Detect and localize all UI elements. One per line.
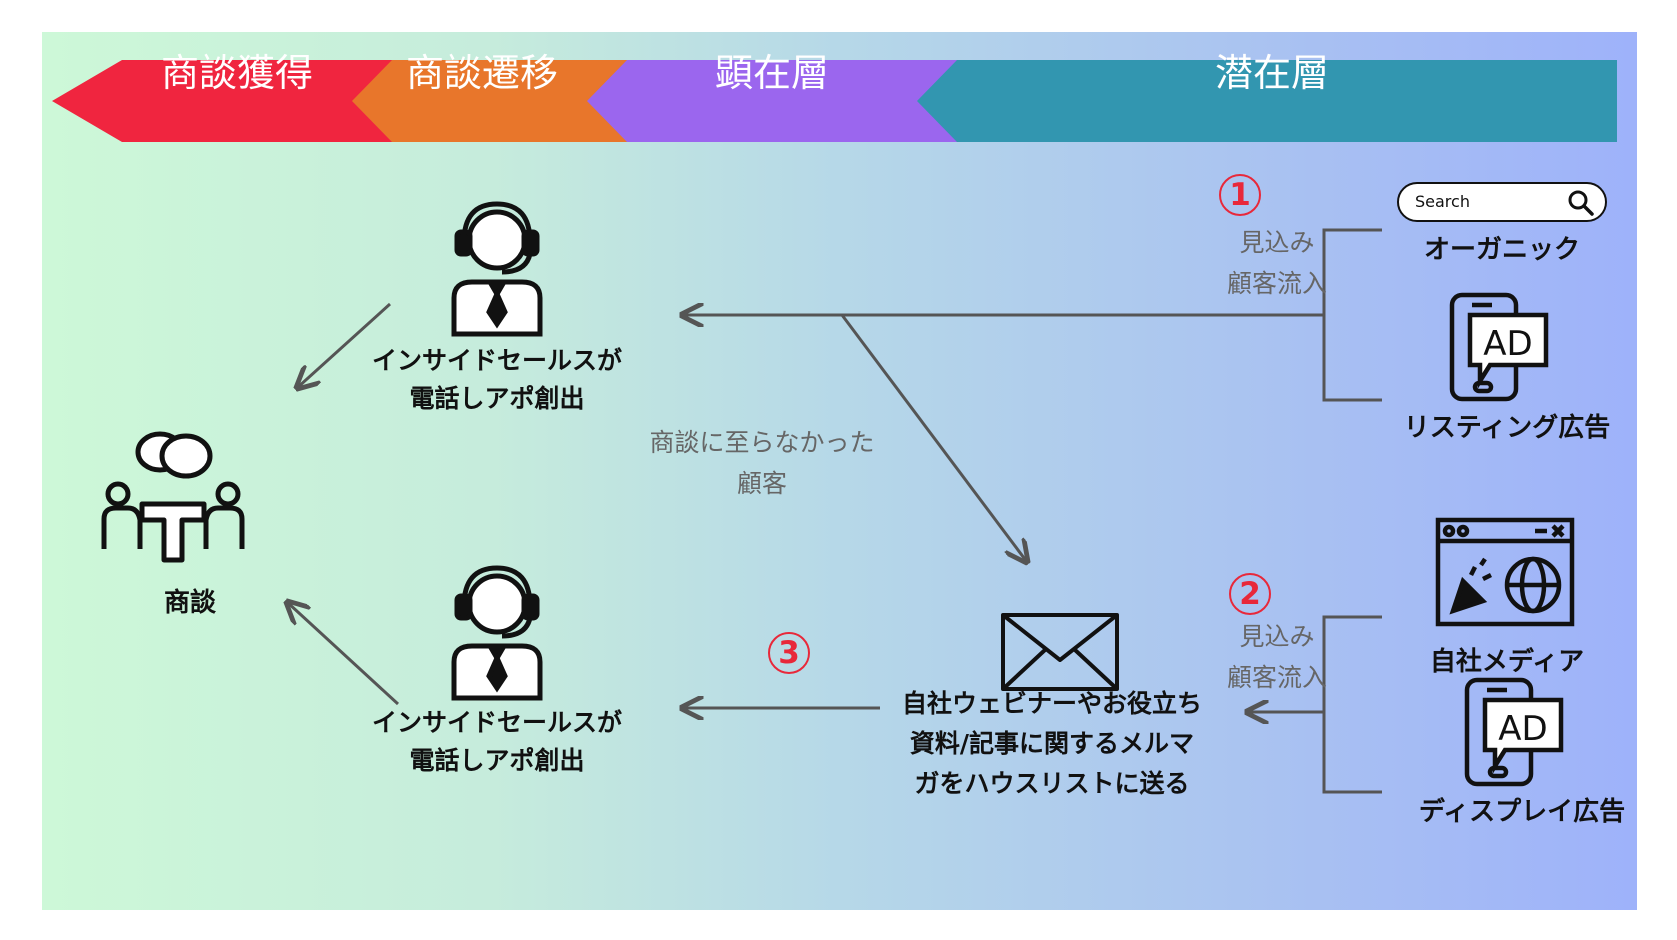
inside-sales-top-line2: 電話しアポ創出 (409, 384, 585, 413)
bracket-top (1322, 228, 1382, 402)
meeting-label: 商談 (163, 588, 216, 618)
newsletter-line1: 自社ウェビナーやお役立ち (901, 689, 1202, 718)
meeting-icon (101, 431, 245, 563)
search-bar: Search (1397, 182, 1607, 222)
listing-ad-badge: AD (1483, 324, 1532, 364)
diagram-canvas: 商談獲得 商談遷移 顕在層 潜在層 (42, 32, 1637, 910)
inflow-2-line2: 顧客流入 (1227, 663, 1328, 692)
newsletter-label: 自社ウェビナーやお役立ち 資料/記事に関するメルマ ガをハウスリストに送る (862, 684, 1242, 804)
inflow-1-line1: 見込み (1239, 228, 1315, 257)
stage-label-acquisition: 商談獲得 (160, 51, 313, 95)
stage-label-overt: 顕在層 (714, 51, 829, 95)
display-ad-label: ディスプレイ広告 (1418, 797, 1626, 827)
inside-sales-top-line1: インサイドセールスが (371, 346, 622, 375)
organic-label: オーガニック (1423, 235, 1580, 265)
bracket-bottom (1322, 615, 1382, 794)
owned-media-label: 自社メディア (1429, 647, 1585, 677)
stage-label-latent: 潜在層 (1214, 51, 1329, 95)
newsletter-line3: ガをハウスリストに送る (914, 769, 1190, 798)
connectors (42, 228, 1382, 794)
arrow-sales-bottom-to-meeting (287, 602, 400, 706)
inflow-2-label: 見込み 顧客流入 (1227, 616, 1327, 698)
arrow-sales-top-to-meeting (297, 302, 392, 388)
listing-ad-label: リスティング広告 (1403, 413, 1611, 443)
inside-sales-bottom-line2: 電話しアポ創出 (409, 746, 585, 775)
arrow-to-newsletter (840, 314, 1027, 562)
marker-2: 2 (1229, 573, 1271, 615)
envelope-icon (1001, 613, 1119, 691)
mobile-ad-icon: AD (1449, 292, 1549, 402)
stage-band-acquisition (52, 60, 392, 142)
inflow-1-label: 見込み 顧客流入 (1227, 222, 1327, 304)
stage-band-transition (337, 60, 627, 142)
stage-band-marketing-latent (872, 60, 1617, 142)
not-converted-line1: 商談に至らなかった (649, 428, 875, 457)
newsletter-line2: 資料/記事に関するメルマ (909, 729, 1195, 758)
website-globe-icon (1435, 517, 1575, 627)
inside-sales-top-label: インサイドセールスが 電話しアポ創出 (342, 342, 652, 418)
inside-sales-bottom-line1: インサイドセールスが (371, 708, 622, 737)
search-bar-placeholder: Search (1415, 192, 1470, 211)
operator-headset-icon (451, 201, 543, 337)
inflow-1-line2: 顧客流入 (1227, 269, 1328, 298)
operator-headset-icon (451, 565, 543, 701)
mobile-ad-icon: AD (1464, 677, 1564, 787)
display-ad-badge: AD (1498, 709, 1547, 749)
search-icon (1568, 190, 1594, 216)
marker-3: 3 (768, 632, 810, 674)
stage-bands (52, 60, 1617, 142)
not-converted-line2: 顧客 (736, 469, 787, 498)
stage-band-marketing-overt (572, 60, 957, 142)
inside-sales-bottom-label: インサイドセールスが 電話しアポ創出 (342, 704, 652, 780)
marker-1: 1 (1219, 174, 1261, 216)
not-converted-label: 商談に至らなかった 顧客 (632, 422, 892, 504)
stage-label-transition: 商談遷移 (405, 51, 558, 95)
inflow-2-line1: 見込み (1239, 622, 1315, 651)
